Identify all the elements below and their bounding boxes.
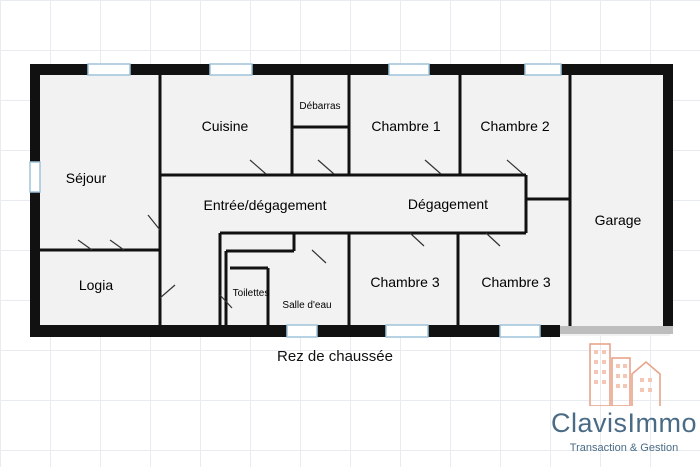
floor-area (33, 65, 670, 336)
garage-door (560, 326, 673, 334)
doors (77, 159, 524, 309)
room-label-entree: Entrée/dégagement (204, 197, 327, 213)
interior-walls (40, 75, 572, 326)
room-label-chambre-2: Chambre 2 (480, 118, 549, 134)
buildings-icon (589, 343, 661, 406)
plan-title: Rez de chaussée (277, 348, 393, 365)
brand-logo: ClavisImmo Transaction & Gestion (548, 336, 700, 467)
room-label-toilettes: Toilettes (233, 288, 270, 299)
brand-tagline: Transaction & Gestion (569, 442, 679, 454)
room-label-cuisine: Cuisine (202, 118, 249, 134)
room-label-chambre-3b: Chambre 3 (481, 274, 550, 290)
room-label-sejour: Séjour (66, 170, 107, 186)
room-label-salle-deau: Salle d'eau (282, 300, 331, 311)
room-label-chambre-1: Chambre 1 (371, 118, 440, 134)
windows (29, 63, 562, 338)
brand-name: ClavisImmo (550, 408, 697, 438)
room-label-garage: Garage (595, 212, 642, 228)
room-label-chambre-3a: Chambre 3 (370, 274, 439, 290)
room-label-degagement: Dégagement (408, 196, 488, 212)
room-label-debarras: Débarras (299, 101, 340, 112)
room-label-logia: Logia (79, 277, 113, 293)
